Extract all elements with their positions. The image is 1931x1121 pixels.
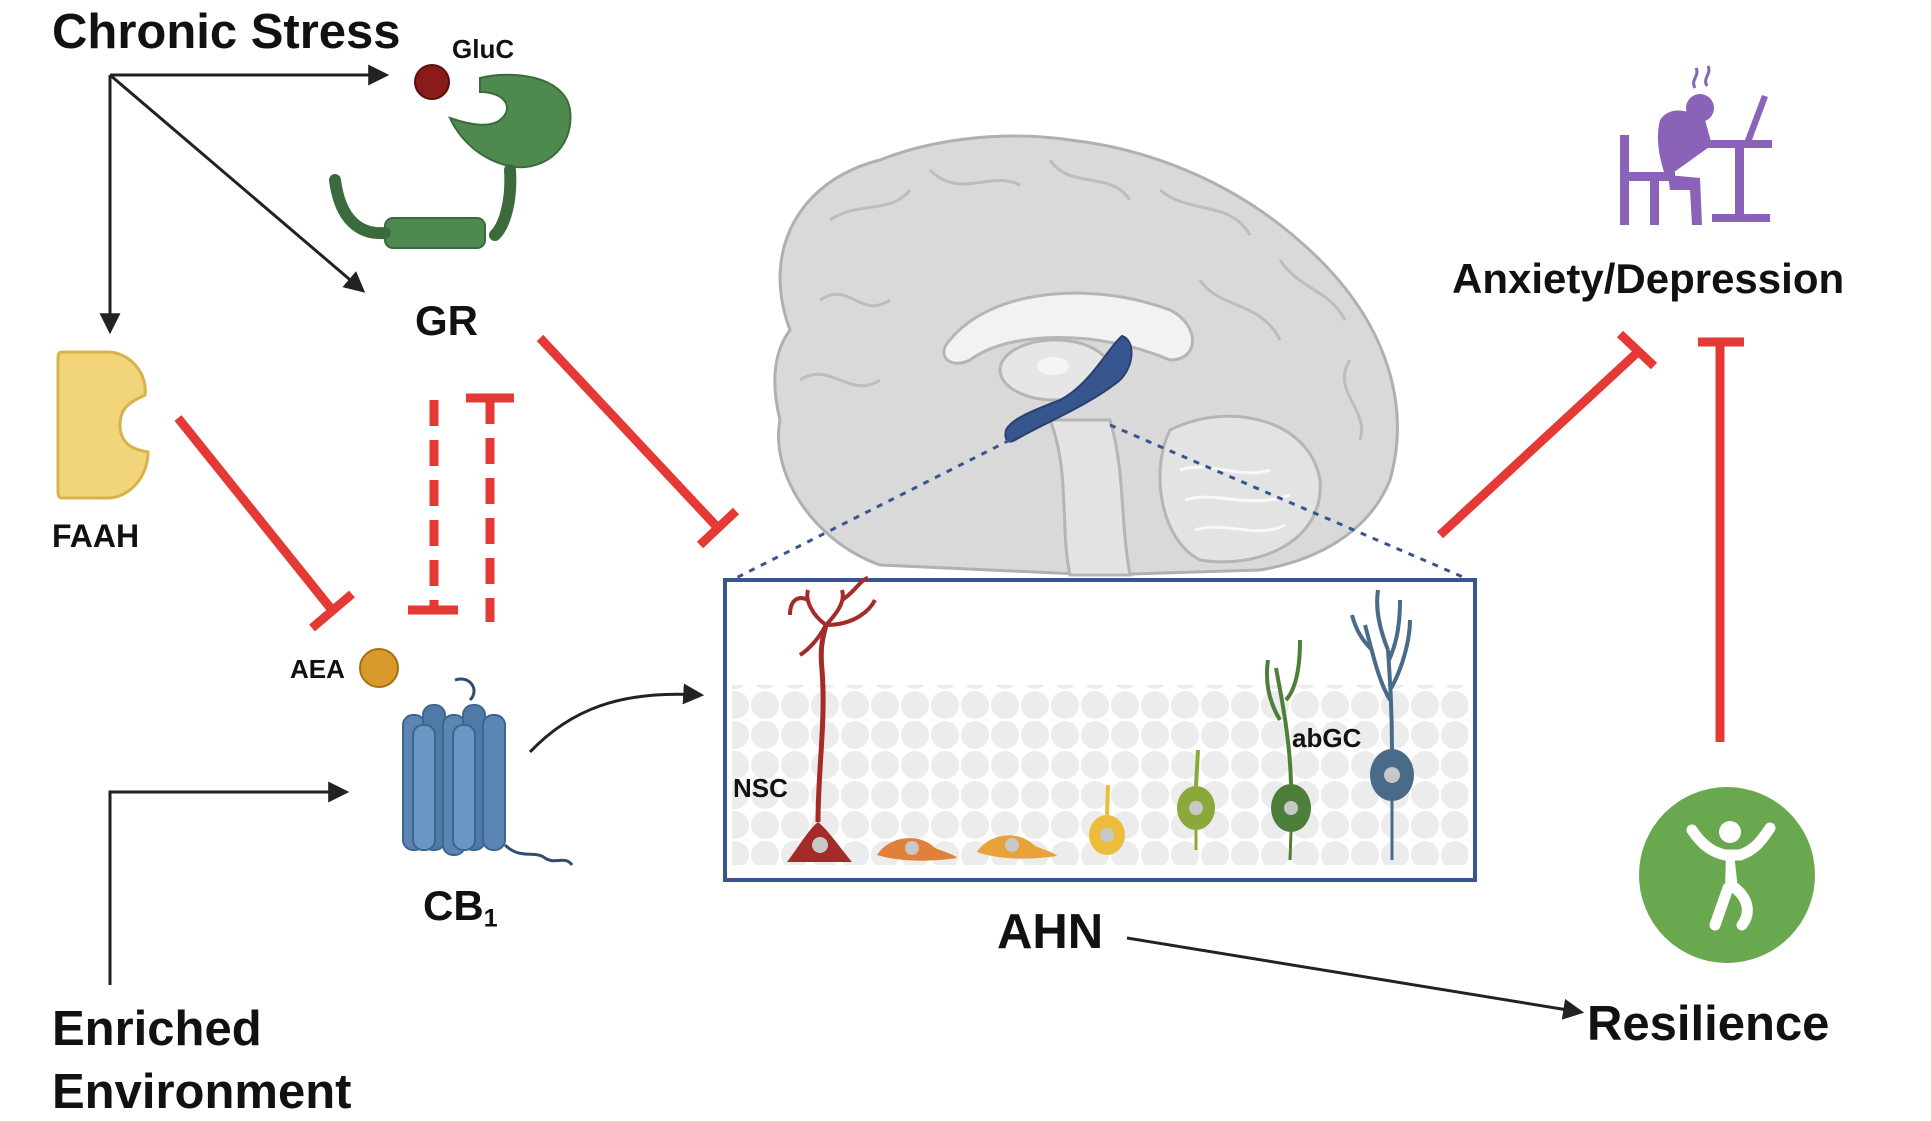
cb1-label-main: CB — [423, 882, 484, 929]
depressed-person-at-desk-icon — [1620, 65, 1772, 225]
cb1-label: CB1 — [423, 885, 498, 932]
inhibit-faah-to-aea — [174, 415, 355, 632]
gluc-label: GluC — [452, 34, 515, 64]
anxiety-depression-label: Anxiety/Depression — [1452, 255, 1845, 302]
aea-label: AEA — [290, 654, 345, 684]
gluc-sphere-icon — [414, 64, 450, 100]
arrow-cb1-to-ahn — [528, 683, 705, 754]
inhibit-gr-cb1-dashed — [429, 398, 495, 622]
faah-enzyme-icon — [56, 350, 150, 500]
chronic-stress-label: Chronic Stress — [52, 5, 401, 59]
inhibit-gr-to-ahn — [536, 334, 740, 549]
nsc-neuron — [787, 576, 877, 862]
brain-sagittal-icon — [773, 134, 1399, 577]
immature-neuron-1 — [1089, 784, 1125, 855]
cb1-label-subscript: 1 — [483, 904, 498, 933]
gr-receptor-icon — [329, 73, 572, 249]
resilience-label: Resilience — [1587, 997, 1830, 1051]
mature-granule-neuron — [1350, 589, 1414, 860]
zoom-line-right — [1109, 423, 1471, 582]
faah-label: FAAH — [52, 518, 140, 554]
arrow-ahn-to-resilience — [1126, 936, 1585, 1020]
ahn-label: AHN — [997, 905, 1104, 959]
jumping-person-icon — [1639, 787, 1815, 963]
gr-label: GR — [415, 297, 478, 344]
aea-sphere-icon — [359, 648, 399, 688]
arrow-stress-to-gr — [109, 73, 366, 293]
progenitor-cell-1 — [877, 838, 957, 861]
immature-neuron-2 — [1177, 749, 1215, 850]
abgc-neuron — [1264, 639, 1311, 861]
cb1-receptor-icon — [402, 677, 574, 867]
nsc-label: NSC — [733, 773, 788, 803]
arrow-environment-to-cb1 — [108, 781, 350, 985]
neurogenesis-inset — [723, 576, 1477, 882]
progenitor-cell-2 — [977, 835, 1057, 859]
inhibit-resilience-to-anxiety — [1698, 337, 1744, 742]
abgc-label: abGC — [1292, 723, 1362, 753]
inhibit-ahn-to-anxiety — [1436, 330, 1658, 539]
enriched-environment-label-line2: Environment — [52, 1065, 352, 1119]
enriched-environment-label-line1: Enriched — [52, 1002, 262, 1056]
